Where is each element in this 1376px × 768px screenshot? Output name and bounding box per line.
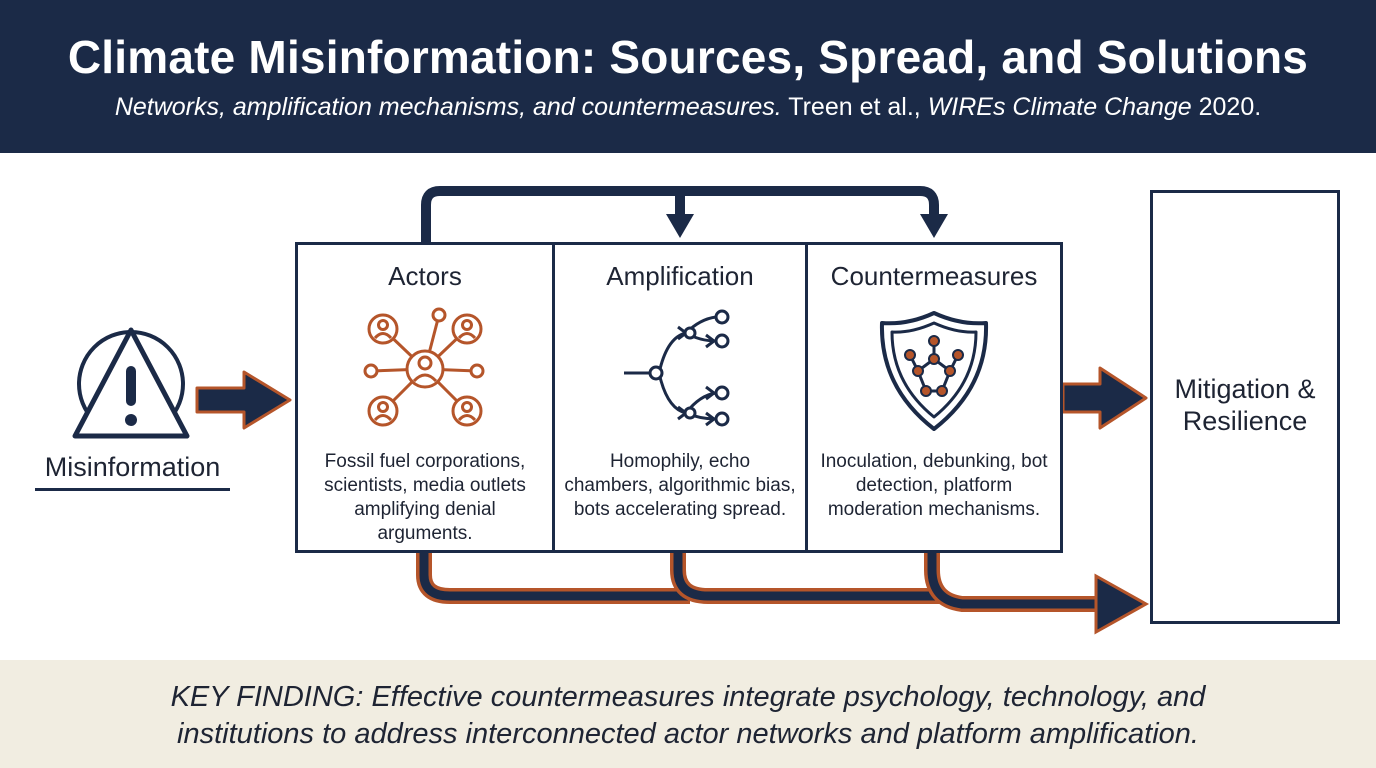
subtitle-authors: Treen et al.,: [781, 93, 928, 121]
panel-actors: Actors: [295, 242, 555, 553]
subtitle-description: Networks, amplification mechanisms, and …: [114, 93, 782, 121]
warning-triangle-icon: [70, 318, 192, 447]
source-label: Misinformation: [44, 452, 221, 482]
panel-description: Fossil fuel corporations, scientists, me…: [324, 451, 526, 544]
key-finding-text: KEY FINDING: Effective countermeasures i…: [60, 679, 1316, 753]
subtitle-year: 2020.: [1191, 93, 1262, 121]
outcome-line-1: Mitigation &: [1174, 374, 1316, 404]
panel-description: Inoculation, debunking, bot detection, p…: [820, 451, 1048, 520]
page-subtitle: Networks, amplification mechanisms, and …: [0, 93, 1376, 122]
bottom-merge-arrow: [416, 553, 1150, 635]
source-underline: [35, 488, 230, 491]
outcome-box: Mitigation & Resilience: [1150, 190, 1340, 624]
panel-title: Amplification: [606, 261, 754, 291]
header-banner: Climate Misinformation: Sources, Spread,…: [0, 0, 1376, 153]
people-network-icon: [355, 307, 495, 442]
page-title: Climate Misinformation: Sources, Spread,…: [67, 31, 1309, 83]
top-feedback-arrow: [421, 186, 948, 242]
output-arrow: [1061, 366, 1148, 430]
key-finding-line-2: institutions to address interconnected a…: [177, 718, 1199, 750]
panel-description: Homophily, echo chambers, algorithmic bi…: [564, 451, 796, 520]
key-finding-line-1: KEY FINDING: Effective countermeasures i…: [170, 681, 1206, 713]
outcome-line-2: Resilience: [1182, 406, 1308, 436]
panel-countermeasures: Countermeasures: [805, 242, 1063, 553]
shield-network-icon: [874, 307, 994, 442]
outcome-label: Mitigation & Resilience: [1153, 373, 1337, 437]
subtitle-journal: WIREs Climate Change: [927, 93, 1192, 121]
panel-amplification: Amplification: [552, 242, 808, 553]
panel-title: Countermeasures: [830, 261, 1038, 291]
branching-spread-icon: [620, 307, 740, 442]
key-finding-banner: KEY FINDING: Effective countermeasures i…: [0, 660, 1376, 768]
input-arrow: [195, 370, 292, 430]
panel-title: Actors: [388, 261, 462, 291]
